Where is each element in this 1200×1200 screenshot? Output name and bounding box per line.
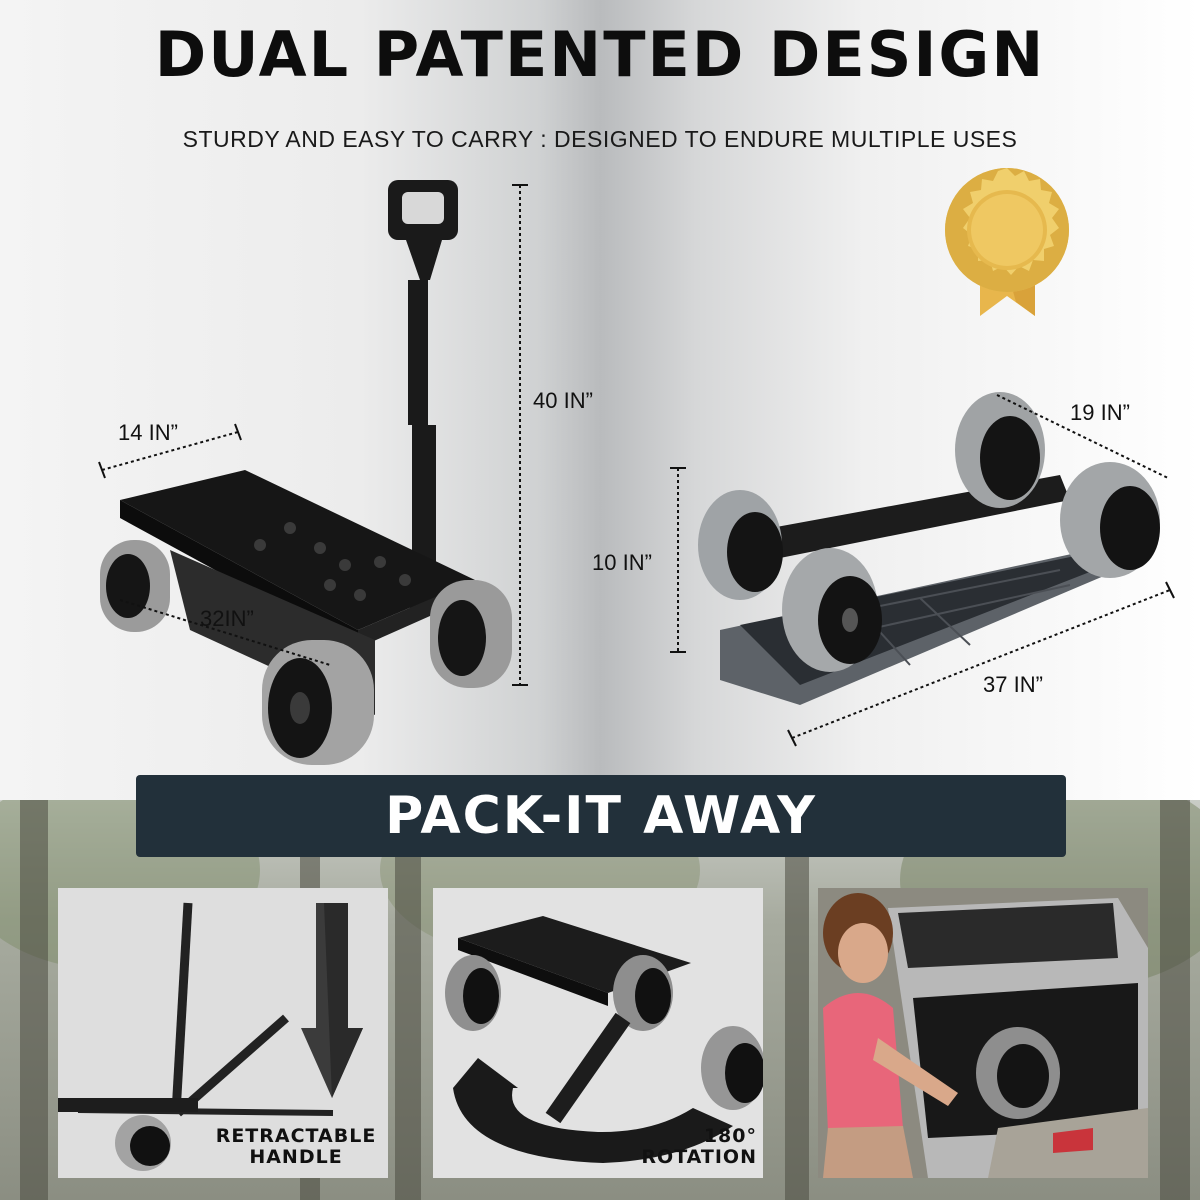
length-label-left: 32IN” [200, 606, 254, 631]
cart-wheel [430, 580, 512, 688]
cart-folded-image [670, 392, 1175, 747]
panel-caption: 180° ROTATION [628, 1126, 763, 1168]
product-hero: DUAL PATENTED DESIGN STURDY AND EASY TO … [0, 0, 1200, 800]
caption-line: 180° [703, 1125, 757, 1147]
retractable-handle-image [58, 902, 363, 1171]
cart-upright-image [98, 180, 528, 765]
retractable-handle-panel: RETRACTABLE HANDLE [58, 888, 388, 1178]
award-seal-icon [945, 168, 1069, 316]
width-label-right: 19 IN” [1070, 400, 1130, 425]
car-trunk-panel [818, 888, 1148, 1178]
cart-wheel [782, 548, 882, 672]
width-label-left: 14 IN” [118, 420, 178, 445]
cart-wheel [262, 640, 374, 765]
height-label-left: 40 IN” [533, 388, 593, 413]
rotation-panel: 180° ROTATION [433, 888, 763, 1178]
caption-line: RETRACTABLE [215, 1125, 377, 1147]
cart-wheel [100, 540, 170, 632]
car-trunk-image [818, 888, 1148, 1178]
cart-handle [388, 180, 458, 610]
panel-caption: RETRACTABLE HANDLE [206, 1126, 386, 1168]
cart-wheel [955, 392, 1045, 508]
page-subtitle: STURDY AND EASY TO CARRY : DESIGNED TO E… [182, 126, 1018, 152]
height-label-right: 10 IN” [592, 550, 652, 575]
caption-line: HANDLE [249, 1146, 343, 1168]
cart-wheel [698, 490, 783, 600]
pack-it-away-banner: PACK-IT AWAY [136, 775, 1066, 857]
caption-line: ROTATION [641, 1146, 757, 1168]
banner-text: PACK-IT AWAY [385, 786, 817, 846]
length-label-right: 37 IN” [983, 672, 1043, 697]
rotation-image [445, 916, 763, 1163]
page-title: DUAL PATENTED DESIGN [154, 18, 1046, 91]
cart-wheel [1060, 462, 1160, 578]
